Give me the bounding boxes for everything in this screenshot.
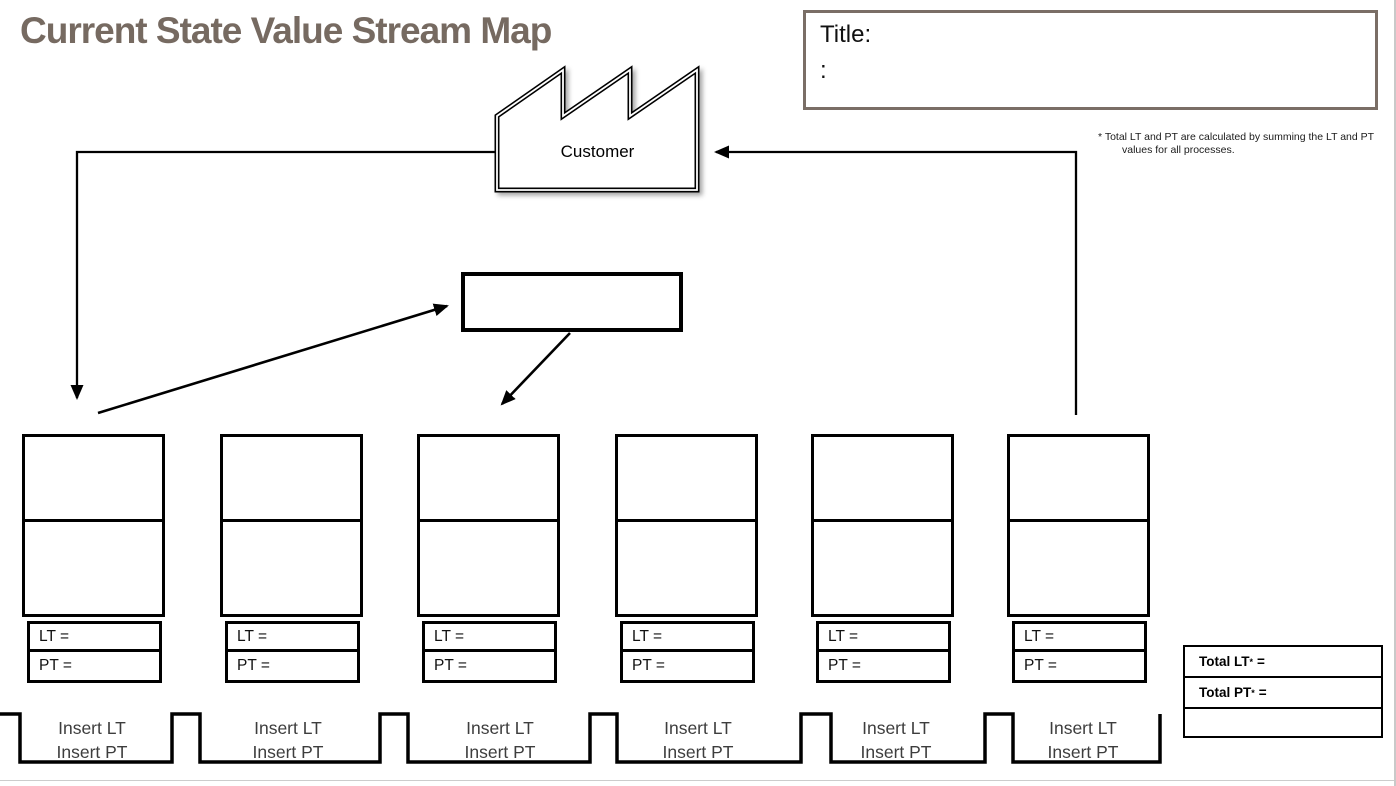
insert-pt-1: Insert PT xyxy=(56,742,128,762)
insert-lt-6: Insert LT xyxy=(1049,718,1117,738)
arrow-to-info-box xyxy=(97,303,449,415)
total-empty-field[interactable] xyxy=(1185,709,1381,740)
lt-field-2[interactable]: LT = xyxy=(228,624,357,652)
footnote-line-2: values for all processes. xyxy=(1122,144,1235,156)
total-pt-equals: = xyxy=(1258,685,1267,700)
process-box-6[interactable] xyxy=(1007,434,1150,617)
process-box-6-top xyxy=(1010,437,1147,522)
lt-field-5[interactable]: LT = xyxy=(819,624,948,652)
total-lt-equals: = xyxy=(1257,654,1265,669)
arrow-from-info-box xyxy=(500,332,571,406)
connector-customer-to-process1 xyxy=(70,150,497,400)
process-box-5-top xyxy=(814,437,951,522)
ltpt-box-3: LT = PT = xyxy=(422,621,557,683)
insert-label-6[interactable]: Insert LT Insert PT xyxy=(1013,716,1153,764)
lt-field-1[interactable]: LT = xyxy=(30,624,159,652)
total-pt-label: Total PT xyxy=(1199,685,1252,700)
insert-label-2[interactable]: Insert LT Insert PT xyxy=(218,716,358,764)
pt-field-3[interactable]: PT = xyxy=(434,657,467,674)
customer-label: Customer xyxy=(560,142,635,161)
pt-field-2[interactable]: PT = xyxy=(237,657,270,674)
factory-icon[interactable] xyxy=(494,65,700,193)
process-box-2-bottom xyxy=(223,522,360,614)
total-pt-star: * xyxy=(1251,687,1255,698)
totals-box: Total LT*= Total PT*= xyxy=(1183,645,1383,738)
insert-pt-5: Insert PT xyxy=(860,742,932,762)
process-box-5[interactable] xyxy=(811,434,954,617)
insert-lt-3: Insert LT xyxy=(466,718,534,738)
process-box-6-bottom xyxy=(1010,522,1147,614)
insert-lt-5: Insert LT xyxy=(862,718,930,738)
connector-process6-to-customer xyxy=(714,145,1078,415)
title-box-second-line: : xyxy=(820,57,827,84)
process-box-2[interactable] xyxy=(220,434,363,617)
title-box[interactable]: Title: : xyxy=(803,10,1378,110)
lt-field-6[interactable]: LT = xyxy=(1015,624,1144,652)
pt-field-4[interactable]: PT = xyxy=(632,657,665,674)
insert-label-5[interactable]: Insert LT Insert PT xyxy=(826,716,966,764)
process-box-2-top xyxy=(223,437,360,522)
insert-label-4[interactable]: Insert LT Insert PT xyxy=(628,716,768,764)
total-pt-field[interactable]: Total PT*= xyxy=(1185,678,1381,709)
insert-pt-4: Insert PT xyxy=(662,742,734,762)
lt-field-3[interactable]: LT = xyxy=(425,624,554,652)
insert-lt-2: Insert LT xyxy=(254,718,322,738)
process-box-3-top xyxy=(420,437,557,522)
footnote: * Total LT and PT are calculated by summ… xyxy=(1098,131,1382,157)
process-box-1-top xyxy=(25,437,162,522)
process-box-3-bottom xyxy=(420,522,557,614)
insert-lt-1: Insert LT xyxy=(58,718,126,738)
timeline-line xyxy=(0,712,1162,764)
pt-field-6[interactable]: PT = xyxy=(1024,657,1057,674)
process-box-4-top xyxy=(618,437,755,522)
pt-field-1[interactable]: PT = xyxy=(39,657,72,674)
insert-pt-3: Insert PT xyxy=(464,742,536,762)
ltpt-box-2: LT = PT = xyxy=(225,621,360,683)
title-box-label: Title: xyxy=(820,21,872,48)
insert-pt-6: Insert PT xyxy=(1047,742,1119,762)
pt-field-5[interactable]: PT = xyxy=(828,657,861,674)
lt-field-4[interactable]: LT = xyxy=(623,624,752,652)
total-lt-label: Total LT xyxy=(1199,654,1250,669)
process-box-4[interactable] xyxy=(615,434,758,617)
info-box[interactable] xyxy=(461,272,683,332)
process-box-1[interactable] xyxy=(22,434,165,617)
process-box-1-bottom xyxy=(25,522,162,614)
process-box-4-bottom xyxy=(618,522,755,614)
process-box-5-bottom xyxy=(814,522,951,614)
ltpt-box-5: LT = PT = xyxy=(816,621,951,683)
total-lt-star: * xyxy=(1249,656,1254,667)
insert-pt-2: Insert PT xyxy=(252,742,324,762)
insert-lt-4: Insert LT xyxy=(664,718,732,738)
insert-label-1[interactable]: Insert LT Insert PT xyxy=(22,716,162,764)
insert-label-3[interactable]: Insert LT Insert PT xyxy=(430,716,570,764)
footnote-line-1: * Total LT and PT are calculated by summ… xyxy=(1098,131,1375,143)
process-box-3[interactable] xyxy=(417,434,560,617)
page-title: Current State Value Stream Map xyxy=(20,10,552,51)
ltpt-box-1: LT = PT = xyxy=(27,621,162,683)
total-lt-field[interactable]: Total LT*= xyxy=(1185,647,1381,678)
ltpt-box-4: LT = PT = xyxy=(620,621,755,683)
slide-bottom-edge xyxy=(0,780,1394,781)
ltpt-box-6: LT = PT = xyxy=(1012,621,1147,683)
